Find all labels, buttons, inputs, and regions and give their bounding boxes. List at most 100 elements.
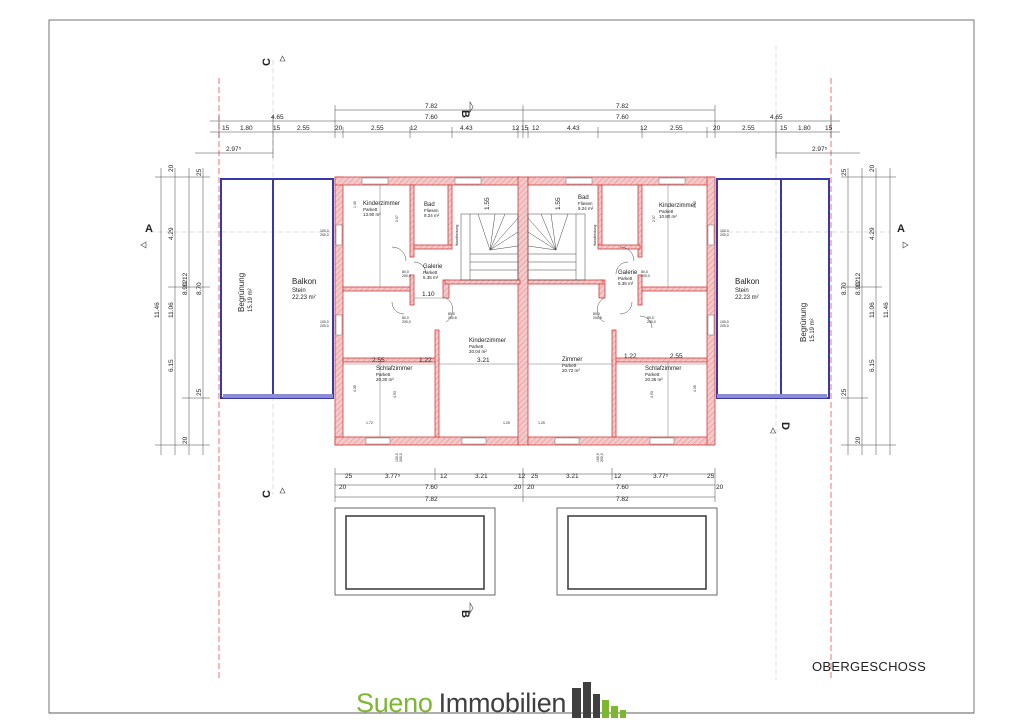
room-begruenung-l: Begrünung (237, 273, 246, 312)
stairs (460, 213, 586, 281)
dim-inner-11: 4.93 (650, 391, 654, 398)
room-galerie-r-floor: Parkett (618, 276, 633, 281)
room-galerie-l: Galerie (423, 264, 443, 270)
dim-top3-11: 4.43 (567, 125, 580, 132)
dim-bot3-left: 7.82 (425, 496, 438, 503)
door-l-0: 80,0 (402, 270, 409, 274)
dim-bot2-s1: 20 (514, 484, 522, 491)
side-dimension-lines (155, 168, 896, 455)
door-l-2: 80,0 (402, 316, 409, 320)
dim-top3-17: 1.80 (798, 125, 811, 132)
room-zimmer-r-floor: Parkett (562, 363, 577, 368)
room-labels-right: Kinderzimmer Parkett 10.80 m² Bad Fliese… (562, 195, 816, 382)
dim-side-l-4: 4.29 (168, 227, 175, 240)
dim-side-l-11: 20 (182, 436, 189, 444)
room-balkon-r-floor: Stein (735, 288, 749, 294)
room-kinderzimmer-cl-floor: Parkett (469, 344, 484, 349)
dim-bot1-s5: 25 (707, 473, 715, 480)
dim-inner-18: 1.25 (538, 421, 545, 425)
side-dimensions: 11.46 11.06 8.90 8.70 4.29 6.15 20 12 12… (154, 164, 890, 444)
dim-inner-1: 1.22 (419, 357, 432, 364)
room-schlafzimmer-r-area: 20.36 m² (645, 377, 663, 382)
dim-top3-9: 15 (521, 125, 529, 132)
dim-bot1-s0: 25 (345, 473, 353, 480)
dim-top3-3: 2.55 (297, 125, 310, 132)
door-r-9: 200,0 (720, 324, 729, 328)
dim-inner-13: 1.40 (693, 201, 697, 208)
room-schlafzimmer-l-floor: Parkett (376, 372, 391, 377)
door-r-1: 200,0 (641, 274, 650, 278)
dim-inner-5: 2.55 (670, 353, 683, 360)
door-r-10: 100,0 (596, 453, 600, 462)
windows (335, 177, 715, 445)
dim-top2-midleft: 7.60 (425, 114, 438, 121)
top-dimension-lines (195, 105, 860, 158)
door-labels: 80,0 200,0 80,0 200,0 80,0 200,8 100,0 2… (320, 225, 729, 462)
door-r-4: 80,0 (593, 312, 600, 316)
dim-side-r-8: 12 (855, 272, 862, 280)
dim-bot2-right: 7.60 (616, 484, 629, 491)
room-kinderzimmer-tl-area: 13.90 m² (363, 212, 381, 217)
dim-bot1-s2: 12 (518, 473, 526, 480)
room-bad-l: Bad (424, 202, 435, 208)
dim-side-r-1: 8.90 (855, 282, 862, 295)
dim-top3-2: 15 (273, 125, 281, 132)
dim-side-l-2: 8.90 (182, 282, 189, 295)
dim-side-r-2: 11.06 (869, 302, 876, 318)
carports (334, 507, 718, 596)
section-axes (218, 78, 832, 680)
inner-dimensions: 1.10 1.22 2.55 3.21 1.22 2.55 1.55 1.55 … (353, 197, 697, 425)
section-markers: A A B B C C D (140, 55, 909, 618)
stair-label-left: Wandheizung (455, 225, 459, 246)
door-swings (391, 246, 653, 329)
door-r-0: 80,0 (641, 270, 648, 274)
room-schlafzimmer-l: Schlafzimmer (376, 366, 412, 372)
dim-bot1-left: 3.77⁵ (385, 473, 401, 480)
bottom-dimensions: 3.77⁵ 3.21 3.21 3.77⁵ 25 12 12 25 12 25 … (339, 473, 724, 503)
dim-side-l-7: 12 (182, 279, 189, 287)
dim-top3-8: 12 (512, 125, 520, 132)
door-r-6: 100,0 (720, 229, 729, 233)
dim-bot2-s0: 20 (339, 484, 347, 491)
dim-side-r-9: 25 (841, 168, 848, 176)
dim-bot1-s4: 12 (614, 473, 622, 480)
door-r-2: 80,0 (647, 316, 654, 320)
dim-top3-15: 2.55 (742, 125, 755, 132)
dim-side-l-3: 8.70 (196, 282, 203, 295)
room-zimmer-r: Zimmer (562, 357, 582, 363)
dim-bot2-s3: 20 (716, 484, 724, 491)
dim-ext-right: 2.97⁵ (812, 146, 828, 153)
room-galerie-l-floor: Parkett (423, 270, 438, 275)
logo-word-sueno: Sueno (356, 688, 433, 718)
company-logo: Sueno Immobilien (356, 678, 628, 718)
dim-side-l-5: 6.15 (168, 359, 175, 372)
room-balkon-l: Balkon (292, 277, 316, 286)
room-galerie-r: Galerie (618, 270, 638, 276)
room-begruenung-r: Begrünung (799, 303, 808, 342)
room-kinderzimmer-tl: Kinderzimmer (363, 201, 400, 207)
dim-top3-12: 12 (640, 125, 648, 132)
room-zimmer-r-area: 20.72 m² (562, 368, 580, 373)
door-l-6: 100,0 (320, 229, 329, 233)
walls (334, 176, 716, 446)
room-begruenung-l-area: 15.19 m² (248, 288, 254, 312)
dim-side-r-6: 20 (869, 164, 876, 172)
room-balkon-r: Balkon (735, 277, 759, 286)
dim-side-r-5: 6.15 (869, 359, 876, 372)
dim-side-r-7: 12 (855, 279, 862, 287)
dim-side-r-10: 25 (841, 388, 848, 396)
dim-inner-10: 4.93 (393, 391, 397, 398)
room-schlafzimmer-r: Schlafzimmer (645, 366, 681, 372)
dim-bot1-right: 3.77⁵ (653, 473, 669, 480)
dim-ext-left: 2.97⁵ (226, 146, 242, 153)
dim-inner-8: 2.07 (395, 215, 399, 222)
room-bad-l-floor: Fliesen (424, 208, 439, 213)
dim-bot1-s1: 12 (440, 473, 448, 480)
dim-top1-right: 7.82 (616, 103, 629, 110)
door-l-1: 200,0 (402, 274, 411, 278)
room-kinderzimmer-tr-area: 10.80 m² (659, 214, 677, 219)
dim-bot1-midright: 3.21 (566, 473, 579, 480)
dim-side-l-1: 11.06 (168, 302, 175, 318)
dim-top2-left: 4.65 (271, 114, 284, 121)
dim-top2-right: 4.65 (770, 114, 783, 121)
